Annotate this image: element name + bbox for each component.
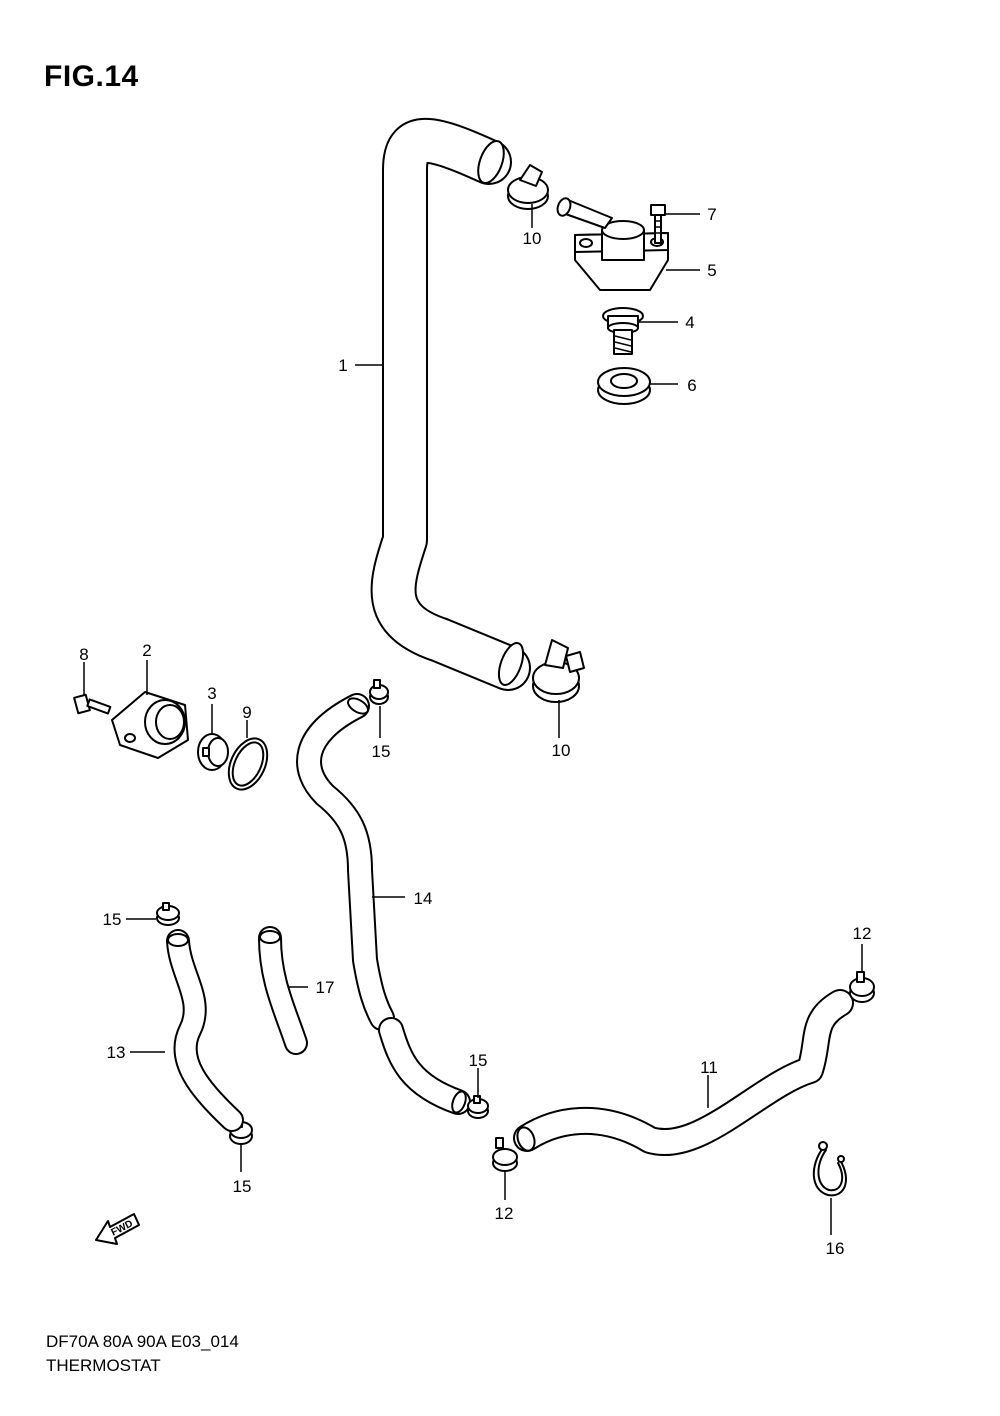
hose-part-1[interactable] xyxy=(370,117,531,691)
band-clip-part-16[interactable] xyxy=(812,1141,847,1197)
callout-4: 4 xyxy=(685,313,694,332)
callout-6: 6 xyxy=(687,376,696,395)
callout-1: 1 xyxy=(338,356,347,375)
hose-clamp-part-10-lower[interactable] xyxy=(532,639,585,703)
valve-part-3[interactable] xyxy=(197,733,229,771)
callout-13: 13 xyxy=(107,1043,126,1062)
callout-labels: 1 2 3 4 5 6 7 8 9 10 10 11 12 12 13 14 1… xyxy=(79,205,871,1258)
hose-clip-part-15-b[interactable] xyxy=(156,902,180,926)
o-ring-part-9[interactable] xyxy=(221,732,275,795)
callout-2: 2 xyxy=(142,641,151,660)
seal-ring-part-6[interactable] xyxy=(597,367,651,405)
callout-7: 7 xyxy=(707,205,716,224)
callout-10-upper: 10 xyxy=(523,229,542,248)
callout-5: 5 xyxy=(707,261,716,280)
hose-part-14[interactable] xyxy=(296,693,471,1115)
callout-12-lower: 12 xyxy=(495,1204,514,1223)
model-code: DF70A 80A 90A E03_014 xyxy=(46,1332,239,1351)
hose-clamp-part-10-upper[interactable] xyxy=(507,164,549,210)
callout-14: 14 xyxy=(414,889,433,908)
callout-15-d: 15 xyxy=(233,1177,252,1196)
bolt-part-7[interactable] xyxy=(650,204,666,244)
callout-15-a: 15 xyxy=(372,742,391,761)
thermostat-part-4[interactable] xyxy=(602,307,644,355)
fwd-label: FWD xyxy=(109,1218,134,1238)
callout-9: 9 xyxy=(242,703,251,722)
hose-clip-part-12-lower[interactable] xyxy=(492,1137,518,1172)
hose-clip-part-15-a[interactable] xyxy=(369,679,389,705)
callout-17: 17 xyxy=(316,978,335,997)
hose-part-17[interactable] xyxy=(258,926,308,1055)
forward-direction-arrow: FWD xyxy=(95,1213,140,1245)
bolt-part-8[interactable] xyxy=(73,693,112,715)
callout-16: 16 xyxy=(826,1239,845,1258)
callout-11: 11 xyxy=(700,1058,718,1077)
hose-part-11[interactable] xyxy=(513,989,854,1156)
housing-part-2[interactable] xyxy=(111,691,189,759)
callout-3: 3 xyxy=(207,684,216,703)
callout-12-upper: 12 xyxy=(853,924,872,943)
hose-part-13[interactable] xyxy=(166,929,244,1132)
hose-clip-part-12-upper[interactable] xyxy=(849,971,875,1003)
figure-title: FIG.14 xyxy=(44,60,139,93)
section-name: THERMOSTAT xyxy=(46,1356,161,1375)
callout-15-b: 15 xyxy=(103,910,122,929)
callout-15-c: 15 xyxy=(469,1051,488,1070)
callout-8: 8 xyxy=(79,645,88,664)
thermostat-cover-part-5[interactable] xyxy=(555,196,669,291)
leader-lines xyxy=(83,204,863,1235)
callout-10-lower: 10 xyxy=(552,741,571,760)
diagram-footer: DF70A 80A 90A E03_014 THERMOSTAT xyxy=(46,1330,239,1378)
hose-clip-part-15-c[interactable] xyxy=(467,1095,489,1119)
